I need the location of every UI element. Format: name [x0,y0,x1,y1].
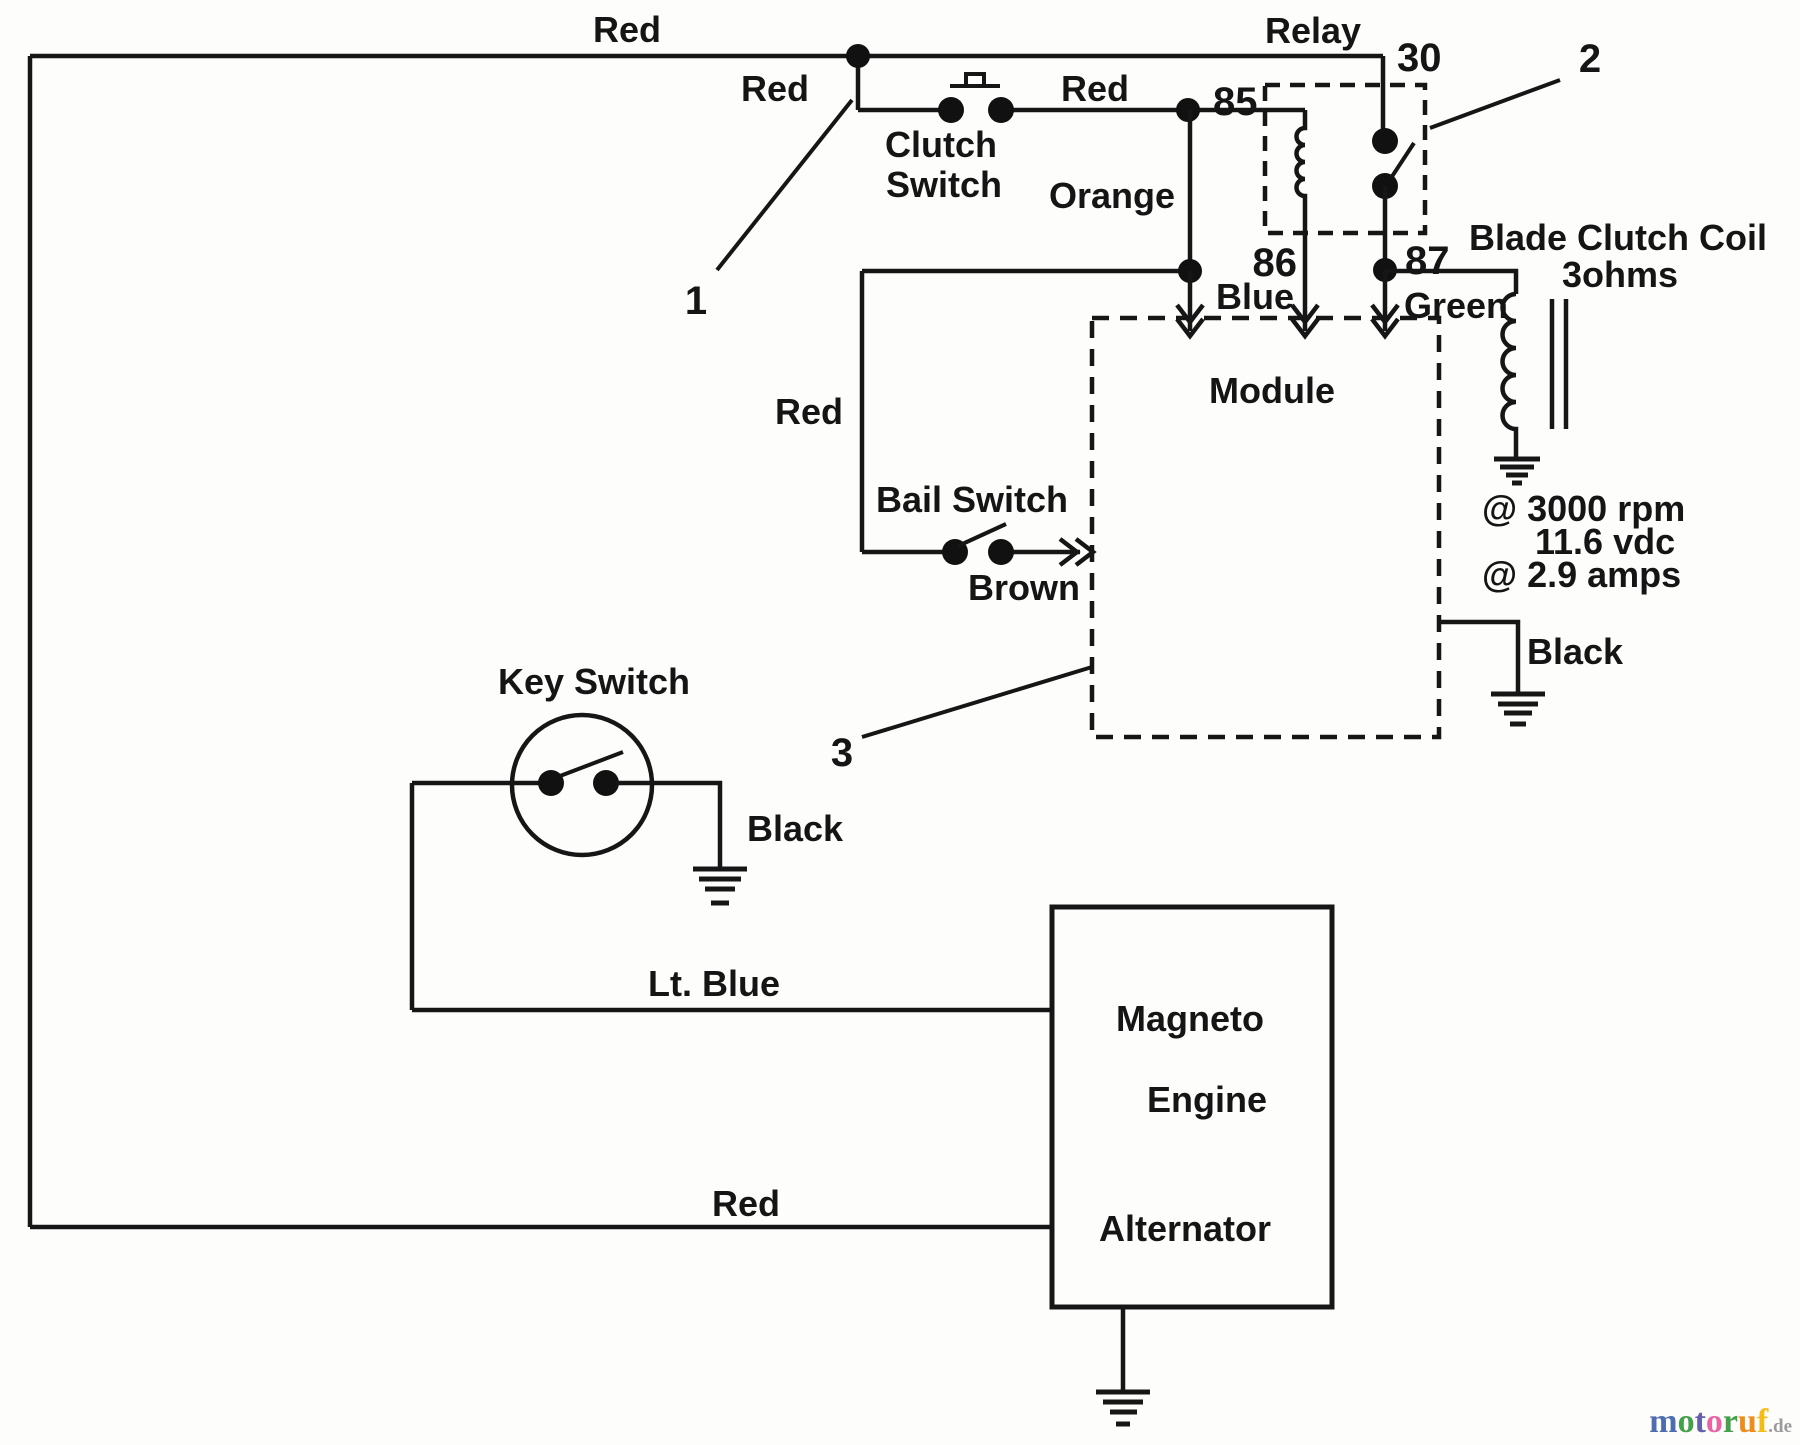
label-red-bail-feed: Red [775,391,843,432]
terminal-86-label: 86 [1253,241,1298,285]
clutch-button-cap-icon [964,72,986,86]
coil86-arrow-chevron-1 [1290,303,1320,326]
orange-red-branch [859,110,1202,552]
blue-arrow-chevron-1 [1175,303,1205,326]
terminal-85-label: 85 [1213,80,1258,124]
watermark-motoruf: motoruf.de [1649,1403,1792,1440]
label-alternator: Alternator [1099,1208,1271,1249]
label-blade-clutch-ohms: 3ohms [1562,254,1678,295]
key-contact-left [538,770,564,796]
watermark-letter: t [1695,1403,1707,1440]
label-red-top: Red [593,9,661,50]
green-arrow-chevron-1 [1370,303,1400,326]
callout-2-label: 2 [1579,37,1601,81]
label-module: Module [1209,370,1335,411]
label-clutch-switch-line1: Clutch [885,124,997,165]
watermark-letter: u [1738,1403,1757,1440]
green-arrow-chevron-2 [1370,317,1400,340]
label-black-key: Black [747,808,844,849]
spec-rpm-label: @ 3000 rpm [1482,488,1685,529]
spec-amps-label: @ 2.9 amps [1482,554,1681,595]
watermark-letter: o [1706,1403,1723,1440]
ground-engine-icon [1096,1389,1150,1427]
label-red-bottom: Red [712,1183,780,1224]
key-switch-blade [559,750,624,778]
watermark-letter: r [1723,1403,1738,1440]
junction-top [846,44,870,68]
bail-contact-right [988,539,1014,565]
key-switch [409,712,1052,1013]
spec-vdc-label: 11.6 vdc [1535,521,1675,562]
ground-blade-coil-icon [1494,456,1540,486]
leader-3 [861,665,1093,739]
wire-black-module [1439,619,1521,692]
watermark-letter: o [1678,1403,1695,1440]
clutch-switch [858,72,1305,123]
label-blue: Blue [1216,276,1294,317]
watermark-suffix: .de [1768,1416,1792,1437]
blade-clutch-coil [1385,268,1569,486]
ground-key-icon [693,866,747,906]
watermark-letter: m [1649,1403,1677,1440]
relay-coil-icon [1294,110,1308,331]
relay-switch-blade [1389,141,1416,180]
callout-1-label: 1 [685,279,707,323]
label-brown: Brown [968,567,1080,608]
bail-arrow-chevron-1 [1058,537,1081,567]
label-key-switch: Key Switch [498,661,690,702]
label-red-drop: Red [741,68,809,109]
relay-box [1262,82,1428,236]
magneto-box [1049,904,1335,1310]
terminal-30-label: 30 [1397,36,1442,80]
label-clutch-switch-line2: Switch [886,164,1002,205]
relay [1262,82,1428,331]
bail-switch-blade [957,522,1007,548]
clutch-contact-right [988,97,1014,123]
blade-coil-icon [1500,291,1519,457]
label-blade-clutch-coil: Blade Clutch Coil [1469,217,1767,258]
callout-leaders [715,78,1561,739]
label-lt-blue: Lt. Blue [648,963,780,1004]
watermark-letter: f [1757,1403,1769,1440]
relay-contact-upper [1372,128,1398,154]
key-contact-right [593,770,619,796]
label-engine: Engine [1147,1079,1267,1120]
ground-module-icon [1491,691,1545,727]
label-green: Green [1404,285,1508,326]
wire-green-to-coil [1385,268,1519,294]
module-box [1089,315,1442,740]
engine-block [1049,904,1335,1427]
label-magneto: Magneto [1116,998,1264,1039]
label-orange: Orange [1049,175,1175,216]
coil86-arrow-chevron-2 [1290,317,1320,340]
wire-key-right-black [616,780,723,867]
module [1089,270,1545,740]
bail-switch [862,522,1097,567]
labels: Red Red Clutch Switch Red 85 Relay 30 2 … [498,9,1767,1249]
power-wires [27,53,1386,1230]
label-bail-switch: Bail Switch [876,479,1068,520]
callout-3-label: 3 [831,731,853,775]
clutch-contact-left [938,97,964,123]
label-black-module: Black [1527,631,1624,672]
label-relay: Relay [1265,10,1361,51]
label-red-clutch-out: Red [1061,68,1129,109]
blue-arrow-chevron-2 [1175,317,1205,340]
leader-2 [1429,78,1561,130]
leader-1 [715,98,854,272]
terminal-87-label: 87 [1405,239,1450,283]
